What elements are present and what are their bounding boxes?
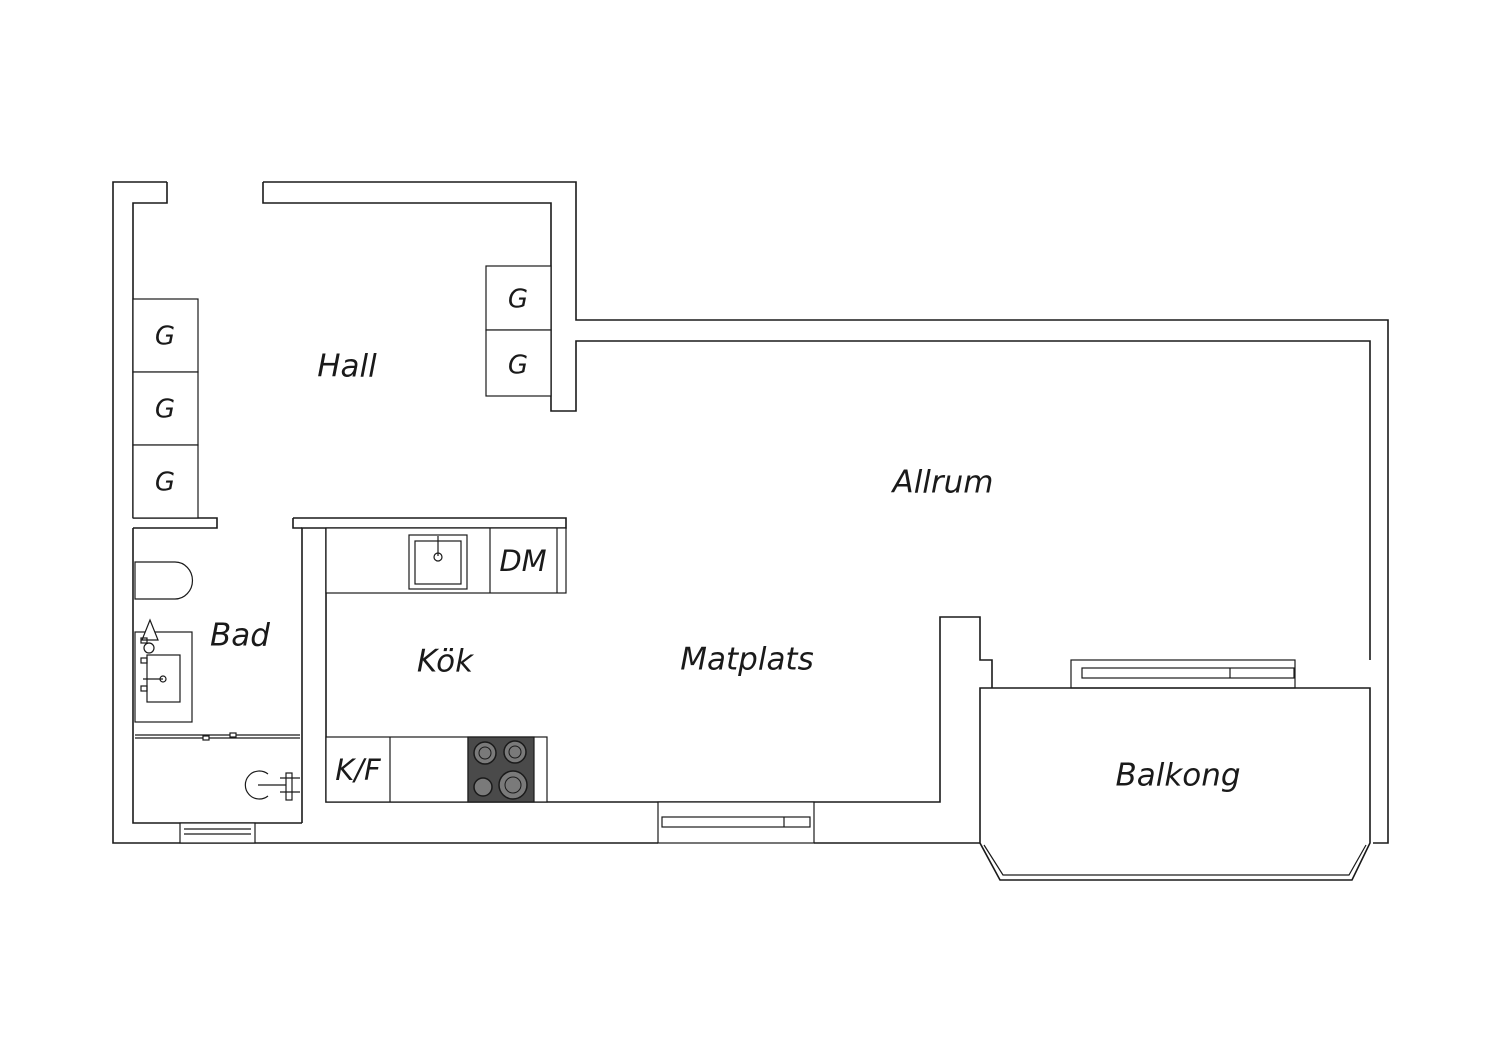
kitchen-counter-bottom: K/F — [325, 736, 548, 803]
window-living — [1070, 659, 1296, 689]
stove-icon — [467, 736, 535, 803]
shower-screen — [135, 732, 300, 741]
window-dining — [657, 801, 815, 844]
room-label-allrum: Allrum — [890, 465, 993, 501]
kitchen-counter-top: DM — [325, 527, 567, 594]
wardrobe-label: G — [155, 468, 175, 498]
dishwasher-label: DM — [499, 544, 546, 578]
wardrobes-left: G G G — [132, 298, 199, 519]
room-label-hall: Hall — [317, 349, 377, 385]
balcony-outline — [979, 687, 1371, 881]
inner-wall-hall-top — [262, 182, 1371, 660]
balcony — [979, 687, 1371, 881]
wardrobe-label: G — [155, 395, 175, 425]
partition-hall-bath — [133, 517, 218, 529]
wardrobe-right-1 — [485, 265, 552, 331]
room-label-bad: Bad — [210, 618, 270, 654]
room-label-kok: Kök — [417, 644, 474, 680]
toilet-icon — [134, 561, 193, 600]
partition-bath-kitchen-cap — [292, 518, 302, 529]
wardrobe-left-3 — [132, 444, 199, 519]
shower-icon — [244, 770, 300, 801]
wardrobe-left-1 — [132, 298, 199, 373]
room-label-balkong: Balkong — [1115, 758, 1240, 794]
balcony-rail — [983, 844, 1367, 876]
outer-wall-top-section — [263, 181, 1389, 844]
outer-walls — [112, 181, 1389, 844]
washbasin-icon — [134, 618, 193, 723]
sink-icon — [408, 534, 468, 590]
wardrobe-label: G — [508, 351, 528, 381]
fridge-freezer-label: K/F — [335, 753, 382, 787]
outer-wall-left-section — [112, 181, 658, 844]
wardrobe-label: G — [155, 322, 175, 352]
wardrobe-left-2 — [132, 371, 199, 446]
wardrobes-right: G G — [485, 265, 552, 397]
wardrobe-right-2 — [485, 329, 552, 397]
window-bath — [179, 822, 256, 844]
bathroom-fixtures — [134, 561, 300, 801]
wardrobe-label: G — [508, 285, 528, 315]
windows — [179, 659, 1296, 844]
room-labels: Hall Allrum Bad Kök Matplats Balkong — [210, 349, 1241, 794]
room-label-matplats: Matplats — [680, 642, 814, 678]
